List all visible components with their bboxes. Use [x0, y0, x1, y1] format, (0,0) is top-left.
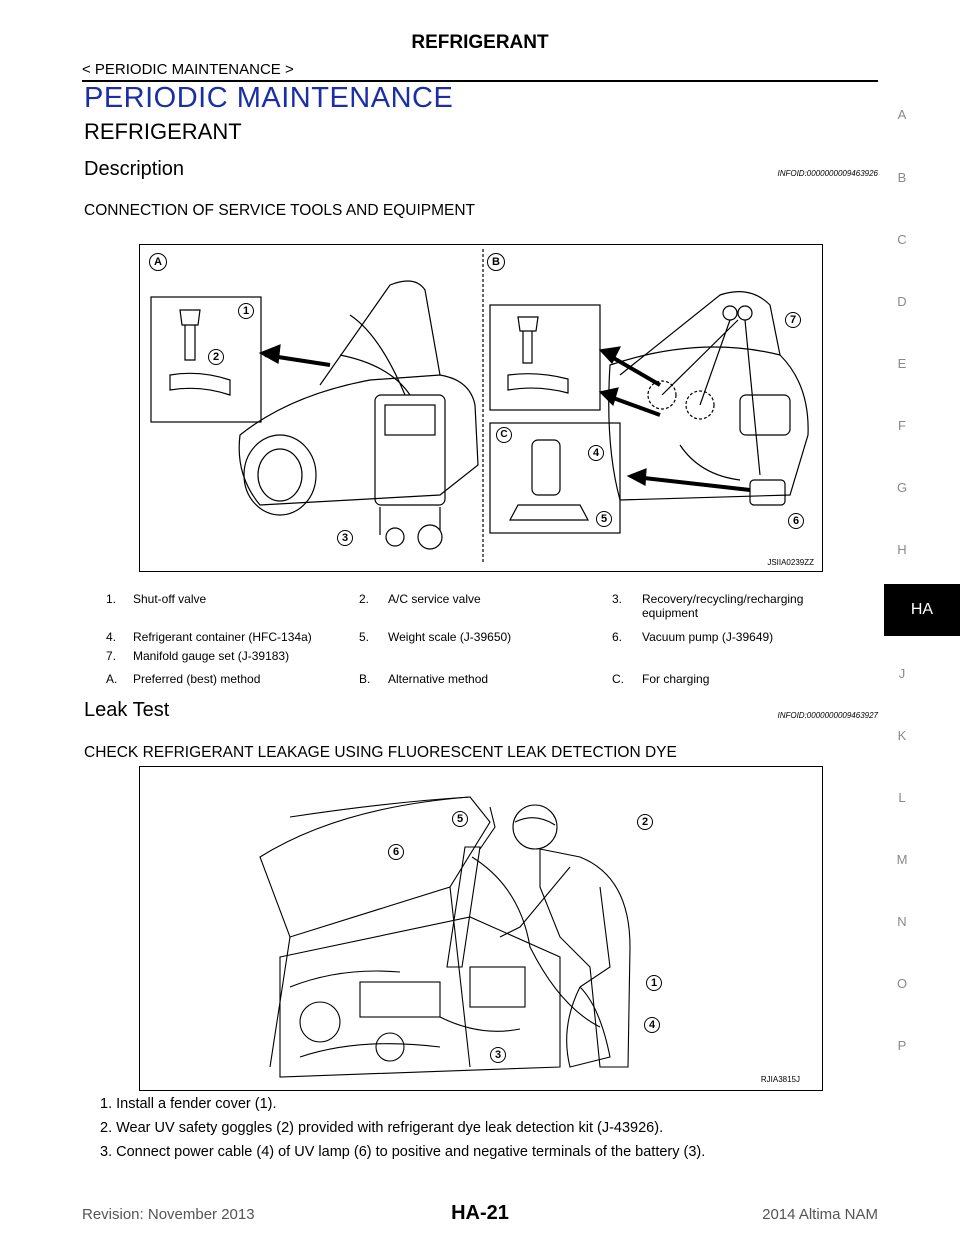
- leak-callout-6: 6: [388, 844, 404, 860]
- leak-callout-1: 1: [646, 975, 662, 991]
- legend-text-4: Refrigerant container (HFC-134a): [133, 630, 312, 644]
- panel-label-c: C: [496, 427, 512, 443]
- index-a[interactable]: A: [897, 107, 907, 122]
- callout-5: 5: [596, 511, 612, 527]
- description-subheading: CONNECTION OF SERVICE TOOLS AND EQUIPMEN…: [84, 202, 476, 219]
- leak-test-subheading: CHECK REFRIGERANT LEAKAGE USING FLUORESC…: [84, 744, 677, 761]
- footer-model: 2014 Altima NAM: [762, 1206, 878, 1223]
- index-n[interactable]: N: [897, 914, 907, 929]
- legend-num-4: 4.: [106, 630, 117, 644]
- index-d[interactable]: D: [897, 294, 907, 309]
- step-2: 2. Wear UV safety goggles (2) provided w…: [100, 1120, 664, 1136]
- callout-3: 3: [337, 530, 353, 546]
- leak-test-infoid: INFOID:0000000009463927: [777, 711, 878, 720]
- panel-label-b: B: [487, 253, 505, 271]
- figure-id: JSIIA0239ZZ: [767, 558, 814, 567]
- legend-text-b: Alternative method: [388, 672, 489, 686]
- callout-2a: 2: [208, 349, 224, 365]
- index-j[interactable]: J: [898, 666, 906, 681]
- page-number: HA-21: [451, 1202, 509, 1224]
- service-tools-illustration: [150, 249, 809, 563]
- index-m[interactable]: M: [896, 852, 908, 867]
- step-1: 1. Install a fender cover (1).: [100, 1096, 277, 1112]
- leak-callout-3: 3: [490, 1047, 506, 1063]
- footer-revision: Revision: November 2013: [82, 1206, 255, 1223]
- legend-text-6: Vacuum pump (J-39649): [642, 630, 774, 644]
- page-header-title: REFRIGERANT: [411, 32, 549, 53]
- leak-test-figure: 5 6 2 1 4 3 RJIA3815J: [139, 766, 823, 1091]
- step-3: 3. Connect power cable (4) of UV lamp (6…: [100, 1144, 706, 1160]
- index-e[interactable]: E: [897, 356, 907, 371]
- index-c[interactable]: C: [897, 232, 907, 247]
- legend-num-3: 3.: [612, 592, 623, 606]
- index-p[interactable]: P: [897, 1038, 907, 1053]
- callout-1a: 1: [238, 303, 254, 319]
- legend-num-c: C.: [612, 672, 624, 686]
- leak-callout-5: 5: [452, 811, 468, 827]
- index-k[interactable]: K: [897, 728, 907, 743]
- legend-num-1: 1.: [106, 592, 117, 606]
- index-g[interactable]: G: [896, 480, 908, 495]
- chapter-title: PERIODIC MAINTENANCE: [84, 82, 454, 114]
- breadcrumb: < PERIODIC MAINTENANCE >: [82, 61, 294, 78]
- callout-4: 4: [588, 445, 604, 461]
- index-b[interactable]: B: [897, 170, 907, 185]
- index-h[interactable]: H: [897, 542, 907, 557]
- index-l[interactable]: L: [898, 790, 906, 805]
- legend-num-6: 6.: [612, 630, 623, 644]
- legend-text-1: Shut-off valve: [133, 592, 207, 606]
- panel-label-a: A: [149, 253, 167, 271]
- legend-num-7: 7.: [106, 649, 117, 663]
- leak-callout-4: 4: [644, 1017, 660, 1033]
- legend-text-2: A/C service valve: [388, 592, 481, 606]
- index-ha-active[interactable]: HA: [884, 584, 960, 636]
- leak-test-heading: Leak Test: [84, 699, 170, 721]
- header-divider: [82, 80, 878, 82]
- section-title: REFRIGERANT: [84, 119, 242, 144]
- index-o[interactable]: O: [896, 976, 908, 991]
- legend-text-c: For charging: [642, 672, 710, 686]
- service-tools-figure: A B C 1 2 3 4 5 6 7 JSIIA0239ZZ: [139, 244, 823, 572]
- legend-text-a: Preferred (best) method: [133, 672, 261, 686]
- leak-callout-2: 2: [637, 814, 653, 830]
- legend-num-b: B.: [359, 672, 371, 686]
- leak-figure-id: RJIA3815J: [760, 1075, 800, 1084]
- callout-7: 7: [785, 312, 801, 328]
- callout-6: 6: [788, 513, 804, 529]
- legend-num-a: A.: [106, 672, 118, 686]
- legend-num-2: 2.: [359, 592, 370, 606]
- index-f[interactable]: F: [898, 418, 906, 433]
- description-heading: Description: [84, 158, 185, 180]
- legend-text-5: Weight scale (J-39650): [388, 630, 512, 644]
- legend-text-7: Manifold gauge set (J-39183): [133, 649, 290, 663]
- legend-num-5: 5.: [359, 630, 370, 644]
- legend-text-3: Recovery/recycling/recharging equipment: [642, 592, 804, 620]
- leak-test-illustration: [259, 796, 631, 1078]
- description-infoid: INFOID:0000000009463926: [777, 169, 878, 178]
